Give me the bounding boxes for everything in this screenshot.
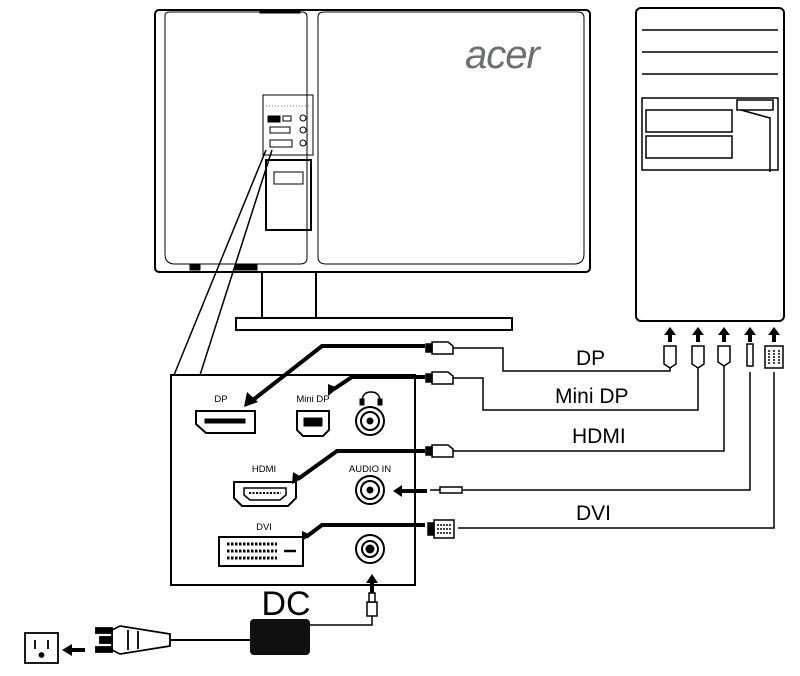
port-label-dp: DP <box>214 394 227 405</box>
audio-connector-panel <box>430 486 463 494</box>
port-panel <box>170 374 416 586</box>
dc-plug <box>366 592 378 617</box>
mini-dp-port <box>296 410 330 437</box>
audio-in-jack <box>355 475 385 505</box>
cable-label-hdmi: HDMI <box>572 425 626 448</box>
cable-label-mini-dp: Mini DP <box>555 385 629 408</box>
port-label-audio-in: AUDIO IN <box>349 464 391 475</box>
pc-tower <box>635 7 785 322</box>
dc-adapter-label: DC <box>261 585 310 623</box>
arrow-left-icon <box>62 644 85 656</box>
brand-logo: acer <box>465 33 541 77</box>
headphone-jack <box>355 406 385 436</box>
port-label-dvi: DVI <box>256 522 272 533</box>
dc-adapter-icon <box>250 619 310 655</box>
arrow-heads <box>244 384 402 583</box>
headphone-icon <box>359 391 383 406</box>
zoom-lines <box>173 149 273 376</box>
dvi-port <box>218 536 304 567</box>
dp-port <box>195 410 256 434</box>
dp-connector-panel <box>425 341 454 355</box>
cable-paths <box>310 347 775 626</box>
power-outlet-icon <box>24 632 59 664</box>
audio-connector-pc <box>746 343 754 367</box>
hdmi-port <box>233 481 297 507</box>
port-label-mini-dp: Mini DP <box>296 394 329 405</box>
cable-label-dvi: DVI <box>576 502 611 525</box>
power-plug-icon <box>95 625 171 655</box>
dc-input-jack <box>355 534 385 564</box>
arrow-up-icon <box>664 327 780 342</box>
dp-connector-pc <box>663 345 677 369</box>
dvi-connector-panel <box>427 519 455 539</box>
mini-dp-connector-pc <box>691 345 705 369</box>
monitor-rear <box>154 9 591 331</box>
hdmi-connector-pc <box>717 345 731 367</box>
dvi-connector-pc <box>764 345 784 369</box>
insert-arrows <box>251 344 427 598</box>
hdmi-connector-panel <box>425 444 454 458</box>
cable-label-dp: DP <box>576 347 605 370</box>
port-label-hdmi: HDMI <box>252 464 276 475</box>
mini-dp-connector-panel <box>425 371 454 385</box>
